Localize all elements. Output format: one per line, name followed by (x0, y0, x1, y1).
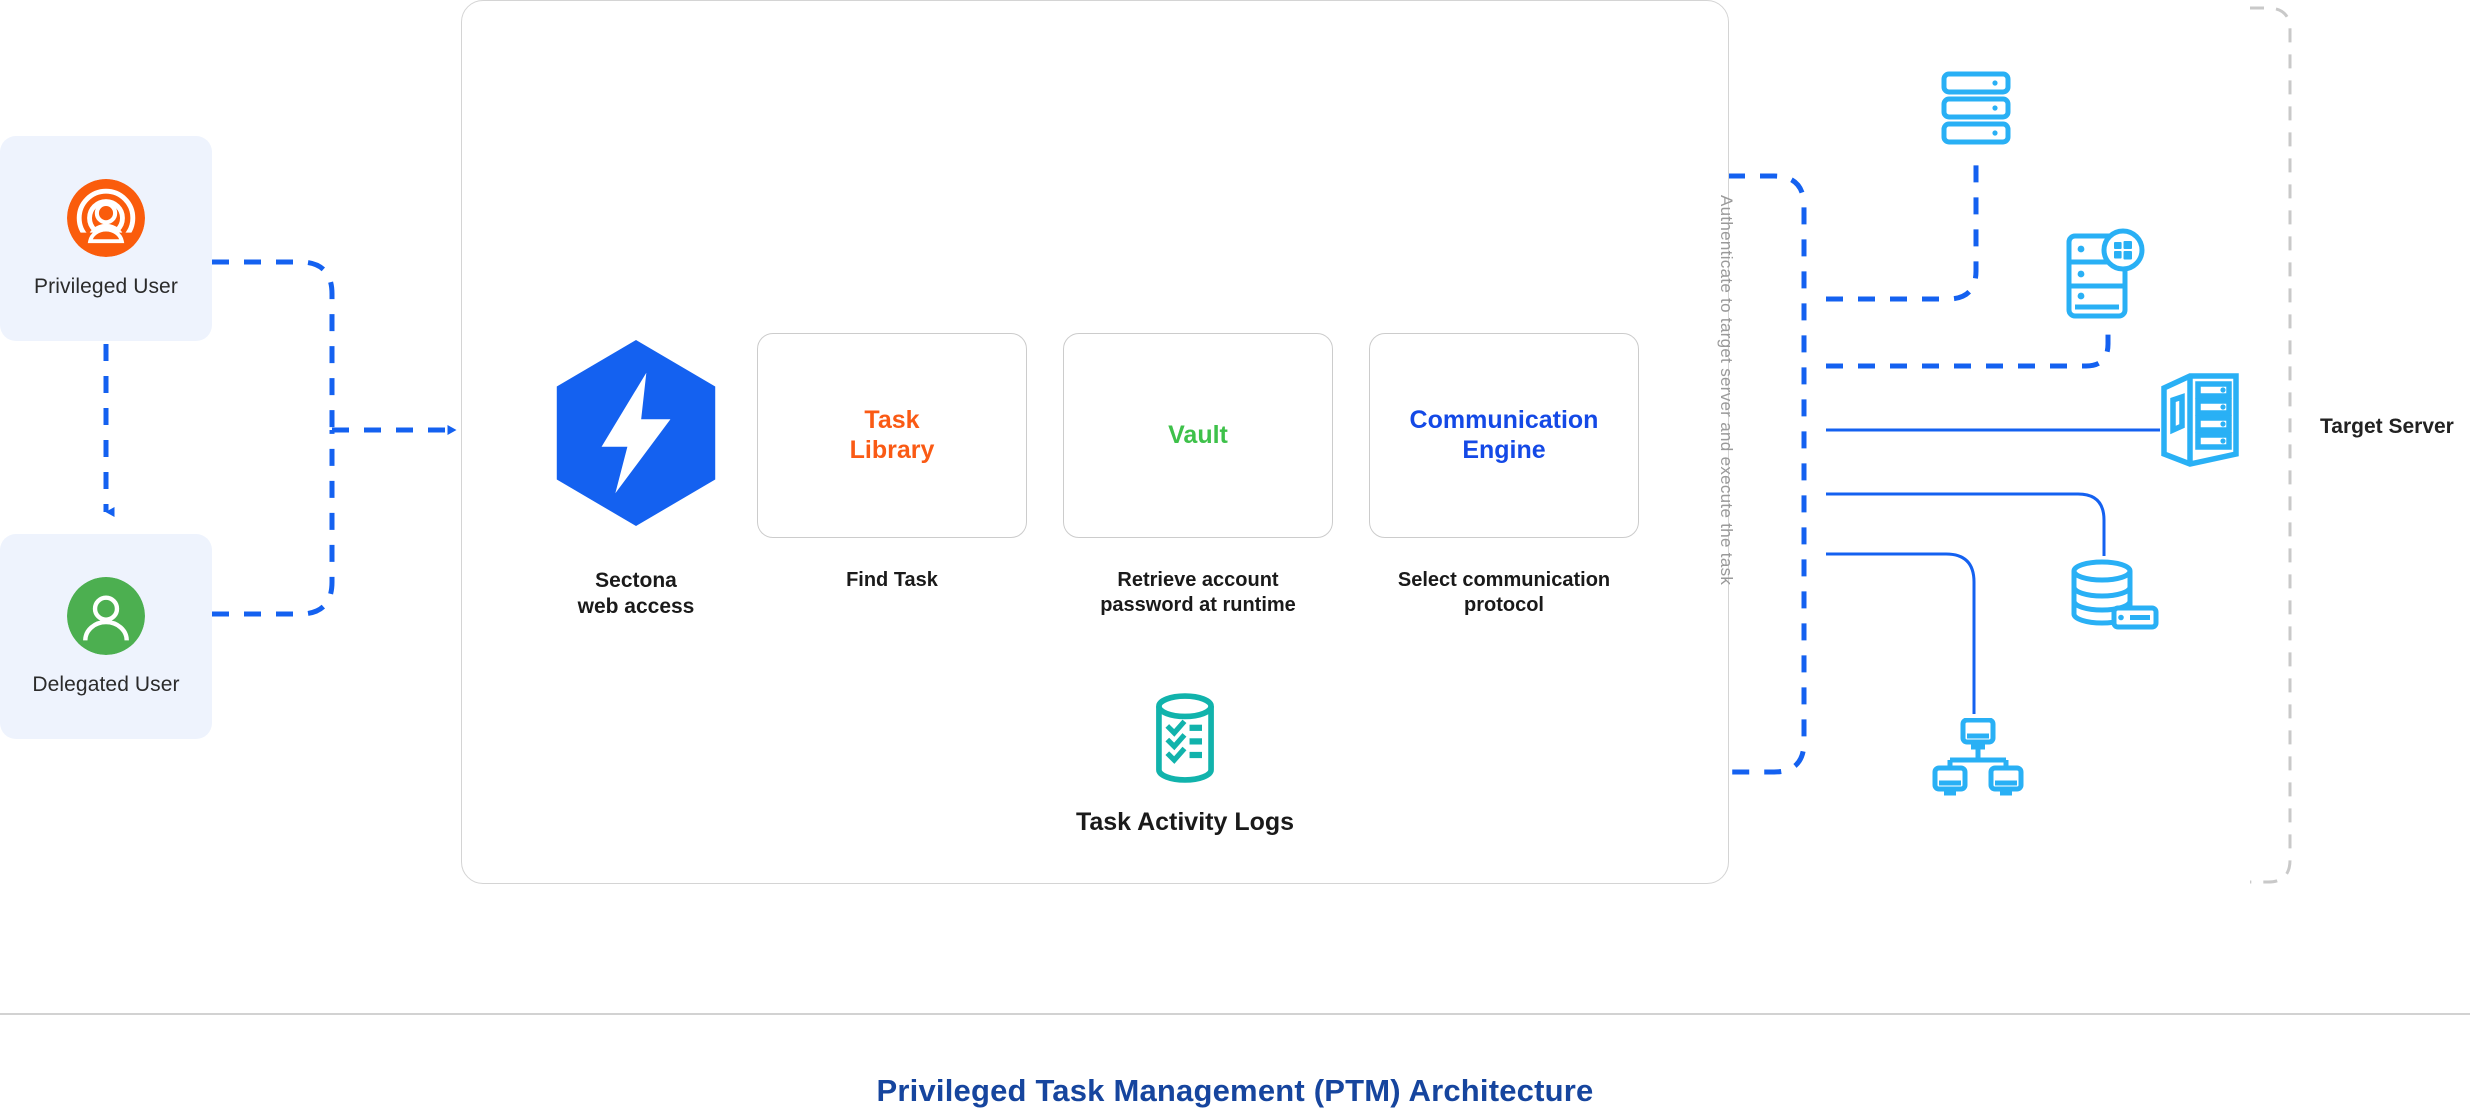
sectona-hexagon-logo[interactable] (543, 340, 729, 526)
sectona-caption-line1: Sectona (595, 569, 677, 592)
task-library-card[interactable]: Task Library (757, 333, 1027, 538)
communication-engine-caption-line2: protocol (1464, 594, 1544, 616)
task-library-title: Task Library (850, 406, 935, 465)
communication-engine-caption-line1: Select communication (1397, 569, 1611, 591)
vault-title-line1: Vault (1168, 420, 1228, 449)
wire-panel-to-database (1826, 492, 2106, 556)
delegated-user-icon (67, 576, 145, 655)
vault-card[interactable]: Vault (1063, 333, 1333, 538)
target-server-label: Target Server (2320, 415, 2454, 438)
windows-server-icon (2066, 228, 2145, 319)
vault-caption-line2: password at runtime (1100, 594, 1296, 616)
communication-engine-card[interactable]: Communication Engine (1369, 333, 1639, 538)
sectona-caption-line2: web access (577, 594, 695, 618)
communication-engine-title-line1: Communication (1409, 406, 1599, 434)
tower-server-icon (2161, 373, 2239, 467)
diagram-title: Privileged Task Management (PTM) Archite… (876, 1073, 1594, 1108)
communication-engine-title-line2: Engine (1462, 435, 1546, 464)
task-library-title-line2: Library (849, 435, 935, 464)
task-library-caption-line1: Find Task (846, 569, 938, 591)
network-hosts-icon (1932, 718, 2024, 796)
footer-divider (0, 1013, 2470, 1015)
task-library-title-line1: Task (864, 406, 920, 434)
delegated-user-card[interactable]: Delegated User (0, 534, 212, 739)
wire-panel-to-network-hosts (1826, 552, 1976, 714)
wire-privileged-to-bracket (212, 259, 335, 430)
task-activity-logs-caption: Task Activity Logs (1075, 808, 1295, 836)
task-library-caption: Find Task (727, 568, 1057, 593)
vault-caption-line1: Retrieve account (1117, 569, 1279, 591)
privileged-user-card[interactable]: Privileged User (0, 136, 212, 341)
privileged-user-icon (67, 178, 145, 257)
communication-engine-caption: Select communication protocol (1339, 568, 1669, 618)
communication-engine-title: Communication Engine (1410, 406, 1599, 465)
authenticate-to-target-label: Authenticate to target server and execut… (1717, 195, 1736, 586)
database-server-icon (2071, 559, 2159, 630)
wire-panel-to-rack-server (1826, 158, 1979, 302)
vault-caption: Retrieve account password at runtime (1033, 568, 1363, 618)
vault-title: Vault (1168, 421, 1228, 451)
target-server-zone-boundary (2250, 6, 2292, 884)
rack-server-icon (1941, 71, 2011, 145)
wire-delegated-to-bracket (212, 430, 335, 617)
wire-sectona-top-rail (630, 173, 1807, 775)
wire-panel-to-windows-server (1826, 322, 2111, 369)
sectona-caption: Sectona web access (495, 568, 777, 619)
privileged-user-label: Privileged User (34, 274, 178, 298)
task-activity-logs-icon (1156, 693, 1214, 783)
delegated-user-label: Delegated User (32, 672, 180, 696)
